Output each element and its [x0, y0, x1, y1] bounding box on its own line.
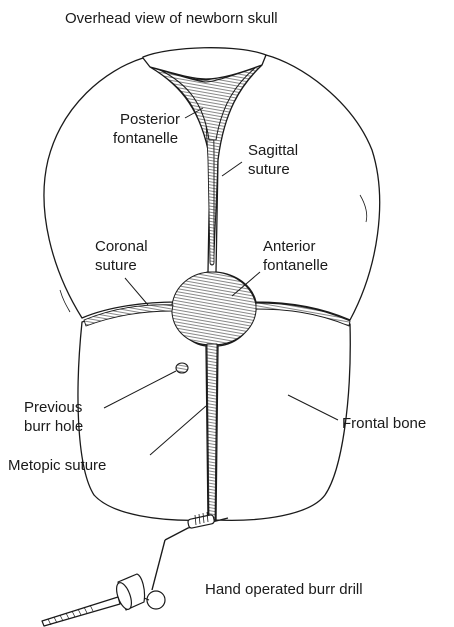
label-metopic-suture: Metopic suture — [8, 457, 106, 474]
burr-drill-illustration — [42, 512, 228, 626]
drill-caption: Hand operated burr drill — [205, 581, 363, 598]
label-posterior-fontanelle-1: Posterior — [120, 111, 180, 128]
burr-hole — [176, 363, 188, 373]
left-parietal-bone — [44, 58, 210, 318]
label-frontal-bone: Frontal bone — [342, 415, 426, 432]
label-sagittal-suture-2: suture — [248, 161, 290, 178]
label-sagittal-suture-1: Sagittal — [248, 142, 298, 159]
right-frontal-bone — [216, 308, 350, 520]
label-coronal-suture-2: suture — [95, 257, 137, 274]
label-previous-burr-hole-2: burr hole — [24, 418, 83, 435]
label-previous-burr-hole-1: Previous — [24, 399, 82, 416]
label-coronal-suture-1: Coronal — [95, 238, 148, 255]
label-anterior-fontanelle-2: fontanelle — [263, 257, 328, 274]
label-anterior-fontanelle-1: Anterior — [263, 238, 316, 255]
right-parietal-bone — [216, 55, 380, 320]
drill-ball-joint — [147, 591, 165, 609]
left-frontal-bone — [78, 309, 208, 520]
label-posterior-fontanelle-2: fontanelle — [113, 130, 178, 147]
diagram-title: Overhead view of newborn skull — [65, 10, 278, 27]
skull-illustration — [44, 48, 380, 521]
